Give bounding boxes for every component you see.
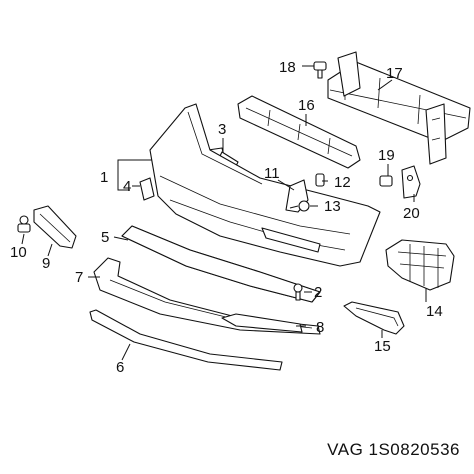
part-9-license-bracket [33, 205, 77, 249]
callout-8: 8 [316, 319, 324, 336]
part-4-bracket [139, 177, 155, 201]
part-8-lip-trim [221, 313, 303, 333]
part-13-clip [289, 200, 310, 212]
callout-20: 20 [403, 205, 420, 222]
callout-7: 7 [75, 269, 83, 286]
callout-4: 4 [123, 178, 131, 195]
part-20-bracket [401, 165, 421, 199]
part-5-grille [121, 225, 321, 303]
callout-9: 9 [42, 255, 50, 272]
part-17-reinforcement-bar [327, 51, 471, 165]
part-14-arch-liner [385, 239, 455, 291]
callout-19: 19 [378, 147, 395, 164]
part-1-bumper-cover [149, 103, 381, 267]
callout-10: 10 [10, 244, 27, 261]
callout-1: 1 [100, 169, 108, 186]
part-15-fog-cover [343, 301, 405, 335]
part-18-bolt [313, 61, 327, 79]
leader-lines [21, 65, 427, 361]
callout-labels: 1 2 3 4 5 6 7 8 9 10 11 12 13 14 15 16 1… [10, 59, 443, 376]
callout-11: 11 [264, 165, 280, 182]
part-6-spoiler [89, 309, 283, 371]
callout-2: 2 [314, 284, 322, 301]
callout-16: 16 [298, 97, 315, 114]
part-10-push-clip [17, 215, 31, 233]
callout-14: 14 [426, 303, 443, 320]
part-number-label: VAG 1S0820536 [327, 440, 460, 459]
part-12-clip [315, 173, 325, 187]
callout-15: 15 [374, 338, 391, 355]
part-16-energy-absorber [237, 95, 361, 169]
part-19-clip [379, 175, 393, 187]
part-2-bolt [293, 283, 303, 301]
callout-17: 17 [386, 65, 403, 82]
callout-12: 12 [334, 174, 351, 191]
callout-18: 18 [279, 59, 296, 76]
callout-3: 3 [218, 121, 226, 138]
callout-13: 13 [324, 198, 341, 215]
callout-5: 5 [101, 229, 109, 246]
callout-6: 6 [116, 359, 124, 376]
